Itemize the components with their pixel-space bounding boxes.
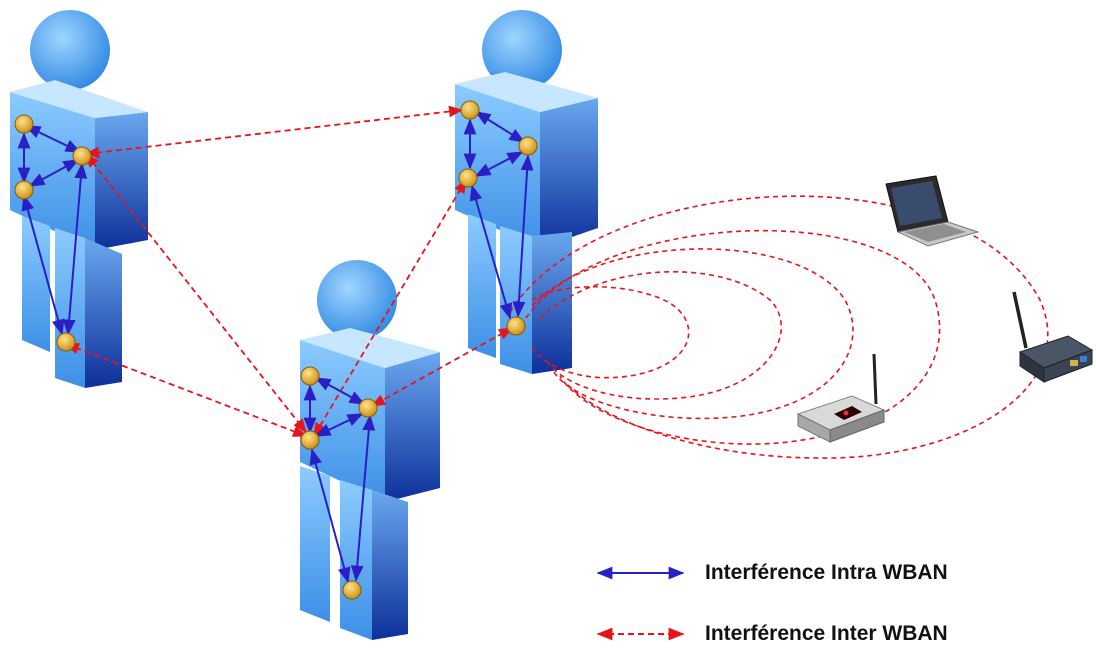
sensor-node [14, 180, 34, 200]
intra-link [350, 414, 376, 582]
head [317, 260, 397, 340]
intra-link [309, 448, 351, 584]
inter-link [370, 327, 514, 407]
sensor-node [56, 332, 76, 352]
intra-link [469, 184, 513, 320]
intra-link [62, 162, 88, 336]
sensor-node [506, 316, 526, 336]
shoulder-top [455, 72, 598, 112]
torso-side [95, 112, 148, 250]
sensor-node [458, 168, 478, 188]
sensor-node [342, 580, 362, 600]
legend-arrows [596, 566, 685, 641]
intra-link [474, 111, 526, 143]
laptop-icon [885, 175, 980, 247]
inter-link [84, 105, 464, 159]
leg-left [468, 214, 496, 358]
inter-wban-links [64, 105, 514, 438]
leg-left [300, 466, 330, 622]
wireless-rings [509, 195, 1049, 459]
intra-link [512, 154, 534, 318]
leg-right-side [532, 232, 572, 374]
sensor-node [358, 398, 378, 418]
head [30, 10, 110, 90]
intra-link [21, 194, 65, 336]
sensors [14, 100, 538, 600]
intra-link [314, 377, 366, 405]
access-point-icon [1012, 291, 1094, 383]
sensor-node [300, 430, 320, 450]
intra-link [24, 125, 82, 153]
head [482, 10, 562, 90]
leg-right-side [85, 238, 122, 388]
sensor-node [300, 366, 320, 386]
torso-side [540, 98, 598, 248]
sensor-node [518, 136, 538, 156]
sensor-node [72, 146, 92, 166]
sensor-node [14, 114, 34, 134]
intra-wban-links [17, 111, 534, 584]
ring-2 [539, 271, 782, 400]
ring-4 [525, 229, 941, 445]
leg-right-front [340, 480, 372, 640]
router-icon [796, 353, 886, 443]
leg-right-side [372, 490, 408, 640]
ring-1 [531, 285, 690, 379]
inter-link [64, 343, 308, 437]
sensor-node [460, 100, 480, 120]
person-3 [300, 260, 440, 640]
torso-side [385, 352, 440, 502]
legend-inter-label: Interférence Inter WBAN [705, 622, 948, 645]
ring-3 [531, 248, 854, 420]
legend-intra-label: Interférence Intra WBAN [705, 561, 948, 584]
